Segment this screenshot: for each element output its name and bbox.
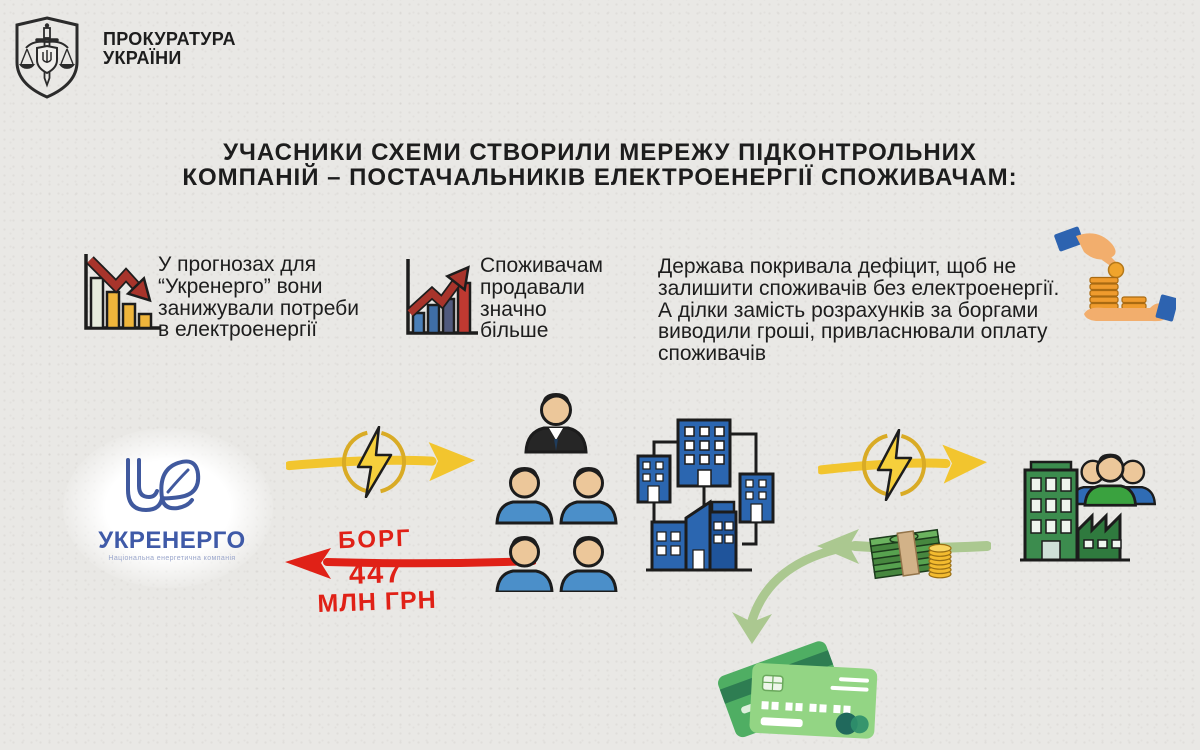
prosecutor-emblem-icon <box>15 16 79 99</box>
debt-label: БОРГ <box>337 524 413 555</box>
lightning-bolt-icon <box>862 429 926 501</box>
rising-bar-chart-icon <box>406 259 478 335</box>
shell-companies-buildings-icon <box>636 418 775 572</box>
title-line-1: УЧАСНИКИ СХЕМИ СТВОРИЛИ МЕРЕЖУ ПІДКОНТРО… <box>223 139 977 166</box>
title-line-2: КОМПАНІЙ – ПОСТАЧАЛЬНИКІВ ЕЛЕКТРОЕНЕРГІЇ… <box>182 163 1018 191</box>
point-3-text: Держава покривала дефіцит, щоб не залиши… <box>658 255 1060 366</box>
debt-amount: 447 <box>348 557 404 591</box>
declining-bar-chart-icon <box>84 254 160 330</box>
ukrenergo-monogram-icon <box>126 458 201 512</box>
hand-giving-coins-icon <box>1054 226 1176 322</box>
ukrenergo-name: УКРЕНЕРГО <box>98 527 246 554</box>
debt-arrow-left <box>285 548 536 579</box>
point-2-text: Споживачам продавали значно більше <box>480 254 603 343</box>
ukrenergo-tagline: Національна енергетична компанія <box>108 555 236 562</box>
debt-units: МЛН ГРН <box>316 585 438 619</box>
lightning-bolt-icon <box>342 426 406 498</box>
point-1-text: У прогнозах для “Укренерго” вони занижув… <box>158 253 359 342</box>
ukrenergo-wordmark: УКРЕНЕРГО Національна енергетична компан… <box>92 528 252 564</box>
consumers-building-icon <box>1020 453 1157 562</box>
org-name: ПРОКУРАТУРА УКРАЇНИ <box>103 29 236 68</box>
page-title: УЧАСНИКИ СХЕМИ СТВОРИЛИ МЕРЕЖУ ПІДКОНТРО… <box>0 139 1200 191</box>
money-stack-icon <box>868 528 952 580</box>
debt-callout: БОРГ 447 МЛН ГРН <box>298 524 455 619</box>
card-payments-curved-arrow <box>732 541 857 644</box>
credit-cards-icon <box>718 641 878 739</box>
intermediaries-people-icon <box>495 393 618 592</box>
